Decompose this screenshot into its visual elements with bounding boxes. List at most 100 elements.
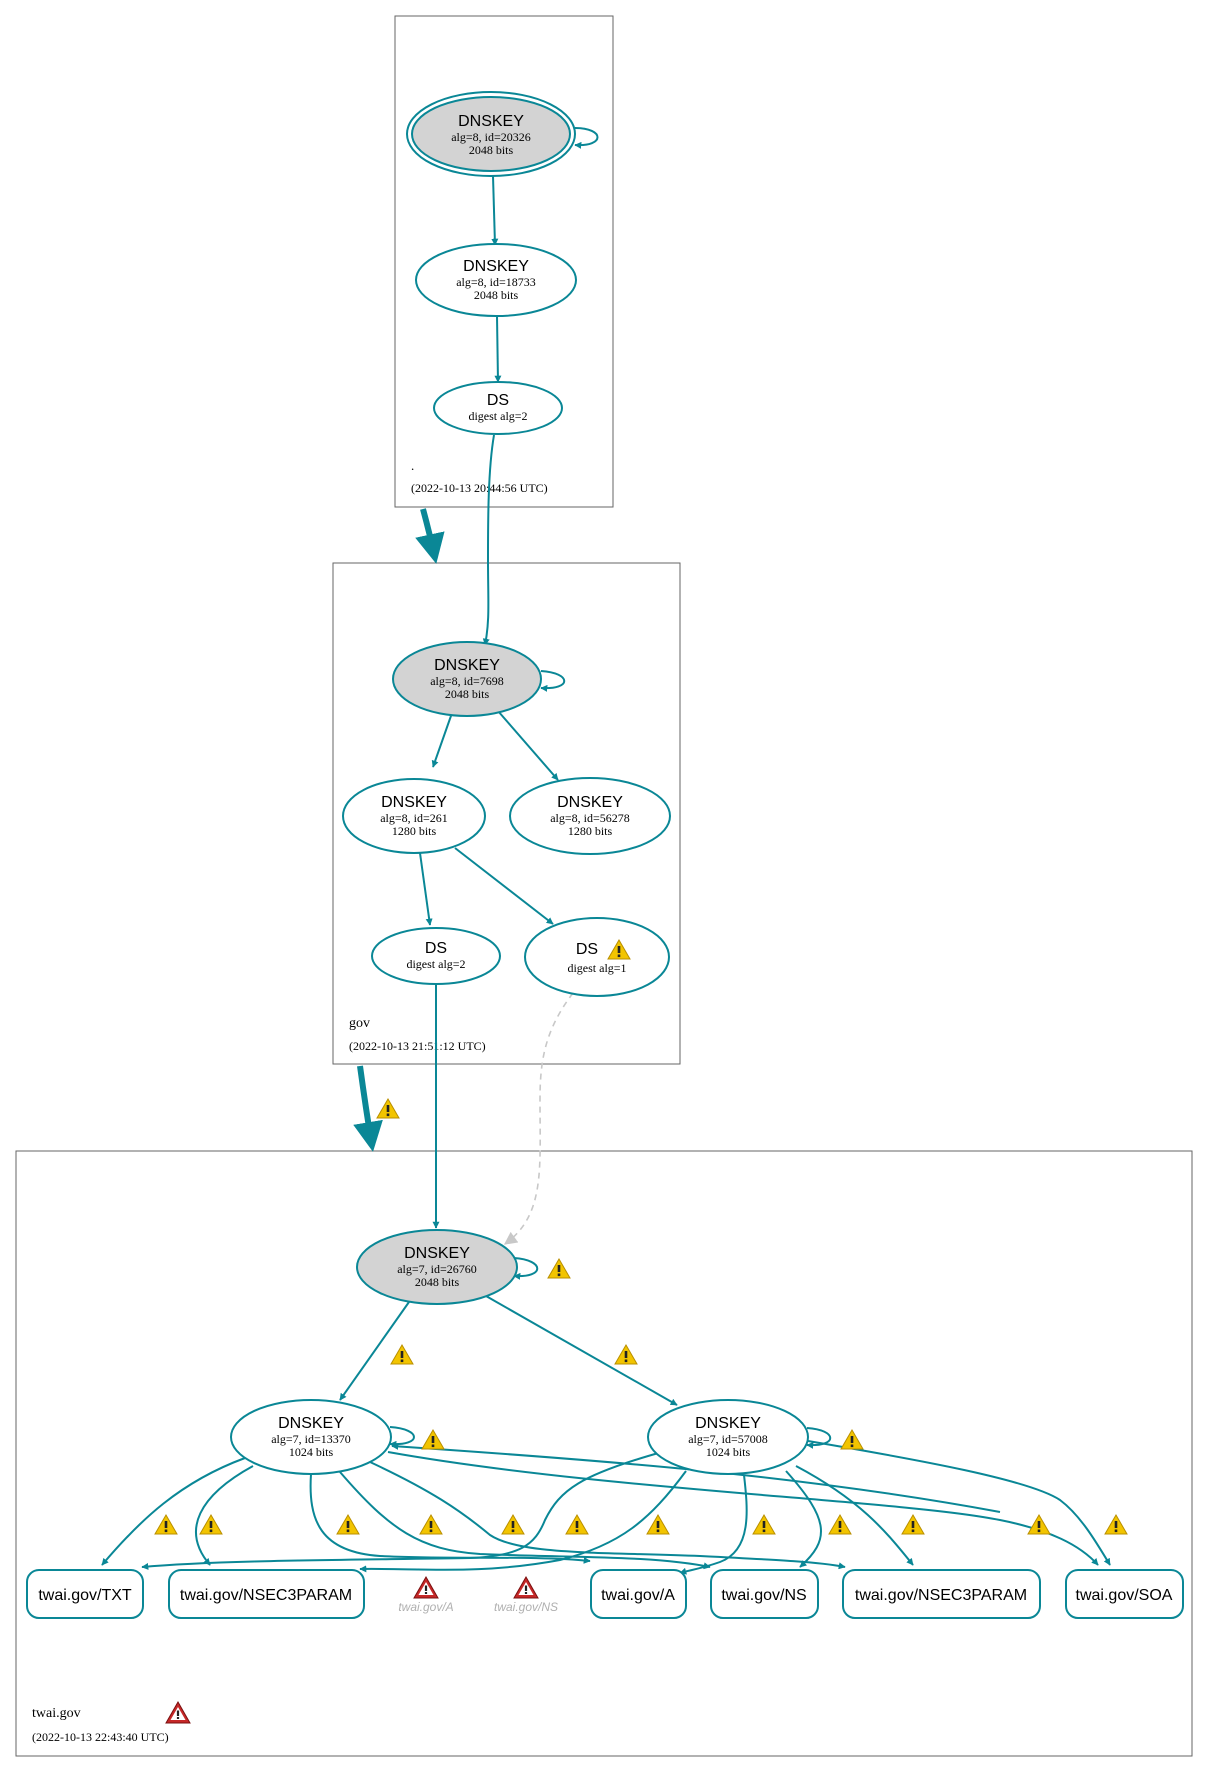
warning-icon [565,1514,589,1535]
zone-root-name: . [411,458,414,473]
node-root-zsk-line1: alg=8, id=18733 [456,275,536,289]
edge-zsk1-self [389,1426,415,1448]
edge-gov-zsk1-ds2 [419,852,433,926]
record-ns-label: twai.gov/NS [721,1587,806,1604]
edge-zsk2-a [679,1474,748,1575]
edge-zsk2-self [806,1427,831,1449]
edges [101,127,1111,1575]
edge-zsk2-nsec3param1 [359,1470,687,1573]
node-twai-ksk-title: DNSKEY [404,1245,470,1262]
record-nsec3param-2: twai.gov/NSEC3PARAM [842,1569,1041,1619]
warning-icon [419,1514,443,1535]
node-gov-zsk1-line2: 1280 bits [392,824,437,838]
node-twai-zsk1-line1: alg=7, id=13370 [271,1432,351,1446]
edge-root-ksk-zsk [491,175,499,246]
zone-gov-timestamp: (2022-10-13 21:51:12 UTC) [349,1039,486,1053]
node-gov-zsk2-title: DNSKEY [557,794,623,811]
node-gov-ksk-line1: alg=8, id=7698 [430,674,504,688]
warning-icon [154,1514,178,1535]
edge-zsk1-a [309,1473,591,1564]
missing-record-ns-label: twai.gov/NS [494,1600,558,1614]
edge-gov-ksk-zsk1 [431,712,453,768]
warning-icon [614,1344,638,1365]
edge-twai-ksk-zsk1 [339,1301,410,1401]
node-root-ksk-line1: alg=8, id=20326 [451,130,531,144]
record-nsec3param-1-label: twai.gov/NSEC3PARAM [180,1587,352,1604]
node-twai-zsk2: DNSKEY alg=7, id=57008 1024 bits [647,1399,809,1475]
edge-twai-ksk-self [513,1257,538,1280]
record-txt-label: twai.gov/TXT [38,1587,132,1604]
node-gov-ds1-title: DS [576,941,598,958]
record-nsec3param-2-label: twai.gov/NSEC3PARAM [855,1587,1027,1604]
edge-zsk2-ns [785,1470,822,1568]
warning-icon [1027,1514,1051,1535]
warning-icon [376,1098,400,1119]
node-twai-zsk2-line2: 1024 bits [706,1445,751,1459]
missing-record-ns: twai.gov/NS [494,1576,558,1614]
edge-zsk1-soa [387,1451,1099,1566]
node-gov-ksk-title: DNSKEY [434,657,500,674]
warning-icon [336,1514,360,1535]
warning-icon [199,1514,223,1535]
node-gov-ds1-line1: digest alg=1 [567,961,626,975]
node-root-zsk-line2: 2048 bits [474,288,519,302]
error-icon [413,1576,439,1599]
node-gov-ds2-title: DS [425,940,447,957]
missing-record-a: twai.gov/A [398,1576,454,1614]
zone-twai-timestamp: (2022-10-13 22:43:40 UTC) [32,1730,169,1744]
edge-zsk2-txt [141,1451,663,1570]
node-gov-zsk2-line2: 1280 bits [568,824,613,838]
node-root-ds-line1: digest alg=2 [468,409,527,423]
edge-zsk1-nsec3param2 [369,1461,846,1570]
node-gov-ksk-line2: 2048 bits [445,687,490,701]
edge-zsk1-nsec3param1 [195,1465,254,1566]
delegation-gov-twai [353,1065,383,1152]
warning-icon [547,1258,571,1279]
record-txt: twai.gov/TXT [26,1569,144,1619]
record-a: twai.gov/A [590,1569,687,1619]
node-twai-zsk1-title: DNSKEY [278,1415,344,1432]
node-twai-ksk: DNSKEY alg=7, id=26760 2048 bits [356,1229,518,1305]
node-twai-zsk2-title: DNSKEY [695,1415,761,1432]
edge-gov-ksk-zsk2 [497,710,559,781]
node-root-zsk: DNSKEY alg=8, id=18733 2048 bits [415,243,577,317]
edge-gov-ds1-twai-ksk [503,992,574,1245]
warning-icon [1104,1514,1128,1535]
warning-icon [646,1514,670,1535]
error-icon [165,1701,191,1724]
edge-gov-zsk1-ds1 [454,847,554,925]
record-nsec3param-1: twai.gov/NSEC3PARAM [168,1569,365,1619]
node-gov-ksk: DNSKEY alg=8, id=7698 2048 bits [392,641,542,717]
record-soa-label: twai.gov/SOA [1076,1587,1173,1604]
record-ns: twai.gov/NS [710,1569,819,1619]
record-a-label: twai.gov/A [601,1587,675,1604]
node-root-ds-title: DS [487,392,509,409]
warning-icon [828,1514,852,1535]
node-root-ksk-title: DNSKEY [458,113,524,130]
edge-zsk2-soa [807,1440,1111,1566]
edge-root-zsk-ds [494,315,502,383]
node-gov-zsk2: DNSKEY alg=8, id=56278 1280 bits [509,777,671,855]
edge-zsk2-nsec3param2 [795,1465,914,1566]
node-gov-ds1: DS digest alg=1 [524,917,670,997]
warning-icon [421,1429,445,1450]
node-root-ksk: DNSKEY alg=8, id=20326 2048 bits [406,91,576,177]
warning-icon [501,1514,525,1535]
delegation-root-gov [415,508,445,564]
node-gov-ds2: DS digest alg=2 [371,927,501,985]
node-gov-zsk1-line1: alg=8, id=261 [380,811,448,825]
edge-zsk1-txt [101,1457,246,1566]
node-root-zsk-title: DNSKEY [463,258,529,275]
node-root-ds: DS digest alg=2 [433,381,563,435]
zone-root: . (2022-10-13 20:44:56 UTC) [394,15,614,508]
edge-gov-ksk-self [540,670,565,692]
zone-twai: twai.gov (2022-10-13 22:43:40 UTC) [15,1150,1193,1757]
edge-root-ds-gov-ksk [482,434,495,646]
node-gov-ds2-line1: digest alg=2 [406,957,465,971]
node-gov-zsk2-line1: alg=8, id=56278 [550,811,630,825]
node-twai-zsk1: DNSKEY alg=7, id=13370 1024 bits [230,1399,392,1475]
edge-root-ksk-self [574,127,599,149]
node-root-ksk-line2: 2048 bits [469,143,514,157]
warning-icon [840,1429,864,1450]
